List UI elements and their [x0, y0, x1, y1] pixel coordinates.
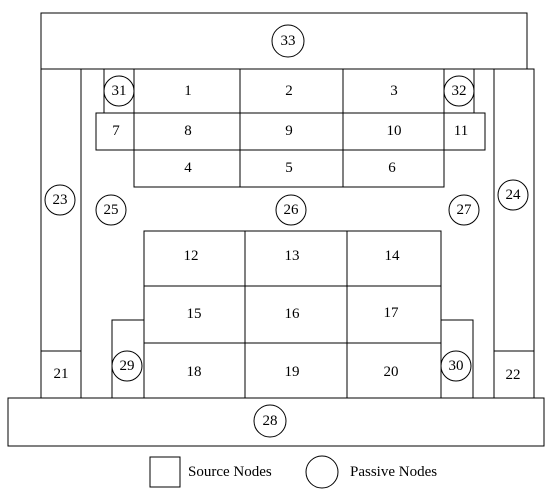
node-10-label: 10 — [387, 123, 402, 139]
legend-source-swatch — [149, 456, 181, 488]
legend-source-label: Source Nodes — [188, 464, 272, 480]
node-4-label: 4 — [184, 160, 192, 176]
node-24-circle — [497, 179, 529, 211]
node-5-label: 5 — [285, 160, 293, 176]
node-2-label: 2 — [285, 83, 293, 99]
node-21-box — [40, 350, 82, 399]
node-22-label: 22 — [506, 367, 521, 383]
node-4-box — [133, 149, 241, 188]
node-7-label: 7 — [112, 123, 120, 139]
node-6-label: 6 — [388, 160, 396, 176]
legend: Source Nodes Passive Nodes — [149, 455, 437, 489]
node-14-box — [346, 230, 442, 287]
node-16-box — [244, 285, 348, 344]
node-18-label: 18 — [187, 364, 202, 380]
legend-passive-label: Passive Nodes — [350, 464, 437, 480]
node-23-label: 23 — [53, 192, 68, 208]
node-28-circle — [253, 404, 287, 438]
node-3-label: 3 — [390, 83, 398, 99]
node-27-circle — [448, 194, 480, 226]
node-26-label: 26 — [284, 202, 300, 218]
node-11-label: 11 — [454, 123, 468, 139]
node-15-label: 15 — [187, 306, 202, 322]
node-27-label: 27 — [457, 202, 473, 218]
node-28-label: 28 — [263, 413, 278, 429]
node-19-label: 19 — [285, 364, 300, 380]
legend-passive-swatch — [305, 455, 339, 489]
node-21-label: 21 — [54, 366, 69, 382]
node-16-label: 16 — [285, 306, 301, 322]
node-29-circle — [111, 350, 143, 382]
node-25-label: 25 — [104, 202, 119, 218]
node-31-circle — [103, 75, 135, 107]
node-30-circle — [440, 350, 472, 382]
node-10-box — [342, 112, 445, 151]
node-24-label: 24 — [506, 187, 522, 203]
node-23-circle — [44, 184, 76, 216]
node-20-label: 20 — [384, 364, 399, 380]
node-33-label: 33 — [281, 33, 296, 49]
node-8-box — [133, 112, 241, 151]
node-33-circle — [271, 24, 305, 58]
node-18-box — [143, 342, 246, 399]
node-20-box — [346, 342, 442, 399]
node-8-label: 8 — [184, 123, 192, 139]
node-31-label: 31 — [112, 83, 127, 99]
node-17-label: 17 — [384, 305, 400, 321]
node-11-box — [443, 112, 486, 151]
node-14-label: 14 — [385, 248, 401, 264]
node-17-box — [346, 285, 442, 344]
node-32-label: 32 — [452, 83, 467, 99]
node-13-box — [244, 230, 348, 287]
node-7-box — [95, 112, 135, 151]
left-column — [40, 68, 82, 399]
node-6-box — [342, 149, 445, 188]
node-26-circle — [275, 194, 307, 226]
node-29-label: 29 — [120, 358, 135, 374]
node-25-circle — [95, 194, 127, 226]
right-column — [493, 68, 535, 399]
node-12-label: 12 — [184, 248, 199, 264]
node-1-label: 1 — [184, 83, 192, 99]
node-15-box — [143, 285, 246, 344]
node-3-box — [342, 68, 445, 114]
node-32-circle — [443, 75, 475, 107]
node-9-label: 9 — [285, 123, 293, 139]
node-30-label: 30 — [449, 358, 464, 374]
node-12-box — [143, 230, 246, 287]
node-13-label: 13 — [285, 248, 300, 264]
